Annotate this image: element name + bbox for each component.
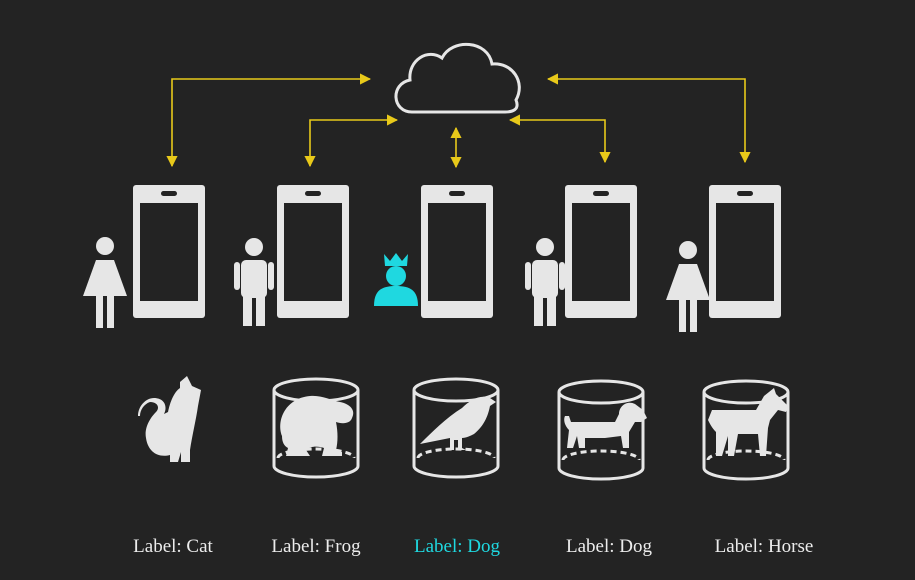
arrow-device-2 — [304, 114, 399, 168]
canister — [557, 379, 647, 481]
label-cat: Label: Cat — [133, 536, 213, 557]
man-icon — [525, 238, 565, 326]
phone-icon — [133, 185, 205, 318]
cat-icon — [138, 376, 201, 462]
canister — [412, 377, 500, 479]
label-horse: Label: Horse — [714, 536, 814, 557]
label-dog: Label: Dog — [565, 536, 652, 557]
phone-icon — [421, 185, 493, 318]
phone-icon — [709, 185, 781, 318]
canister — [702, 379, 790, 481]
sample-canisters — [272, 377, 790, 481]
phone-icon — [565, 185, 637, 318]
bird-icon — [420, 396, 496, 450]
dog-icon — [564, 402, 647, 448]
label-frog: Label: Frog — [271, 536, 361, 557]
users — [83, 237, 710, 332]
arrow-device-4 — [508, 114, 611, 164]
arrow-device-1 — [166, 73, 372, 168]
woman-icon — [666, 241, 710, 332]
frog-icon — [280, 395, 354, 456]
man-icon — [234, 238, 274, 326]
cloud-icon — [394, 43, 521, 114]
canister — [272, 377, 360, 479]
arrow-device-5 — [546, 73, 751, 164]
horse-icon — [708, 388, 788, 456]
label-bird-dog: Label: Dog — [413, 536, 500, 557]
woman-icon — [83, 237, 127, 328]
phone-icon — [277, 185, 349, 318]
sync-arrows — [166, 73, 751, 169]
phones — [133, 185, 781, 318]
queen-icon — [374, 253, 418, 306]
